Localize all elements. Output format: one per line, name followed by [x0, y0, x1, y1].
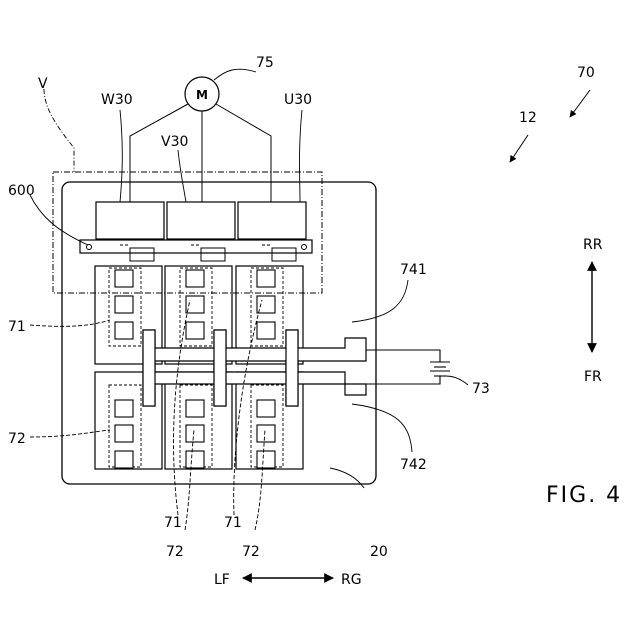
phase-leads-front [143, 330, 298, 406]
label-741: 741 [400, 262, 427, 278]
motor-wires [130, 104, 271, 202]
arrow-70 [570, 90, 590, 117]
label-75: 75 [256, 55, 274, 71]
label-lf: LF [214, 572, 230, 588]
busbar-742 [155, 372, 366, 395]
label-fr: FR [584, 369, 602, 385]
label-w30: W30 [101, 92, 133, 108]
winding-w30 [96, 202, 164, 239]
label-rg: RG [341, 572, 362, 588]
busbar-741 [155, 338, 366, 361]
label-v30: V30 [161, 134, 188, 150]
label-71-bottom-1: 71 [164, 515, 182, 531]
arrow-12 [510, 135, 528, 162]
label-20: 20 [370, 544, 388, 560]
label-u30: U30 [284, 92, 312, 108]
label-72-left: 72 [8, 431, 26, 447]
motor-symbol: M [196, 88, 208, 102]
label-73: 73 [472, 381, 490, 397]
winding-v30 [167, 202, 235, 239]
bus-bar-600 [80, 240, 312, 253]
label-v: V [38, 76, 48, 92]
label-rr: RR [583, 237, 603, 253]
label-71-left: 71 [8, 319, 26, 335]
figure-caption: FIG. 4 [546, 483, 622, 508]
label-72-bottom-1: 72 [166, 544, 184, 560]
label-72-bottom-2: 72 [242, 544, 260, 560]
label-12: 12 [519, 110, 537, 126]
label-71-bottom-2: 71 [224, 515, 242, 531]
label-70: 70 [577, 65, 595, 81]
battery-73 [366, 350, 450, 384]
label-600: 600 [8, 183, 35, 199]
winding-u30 [238, 202, 306, 239]
label-742: 742 [400, 457, 427, 473]
